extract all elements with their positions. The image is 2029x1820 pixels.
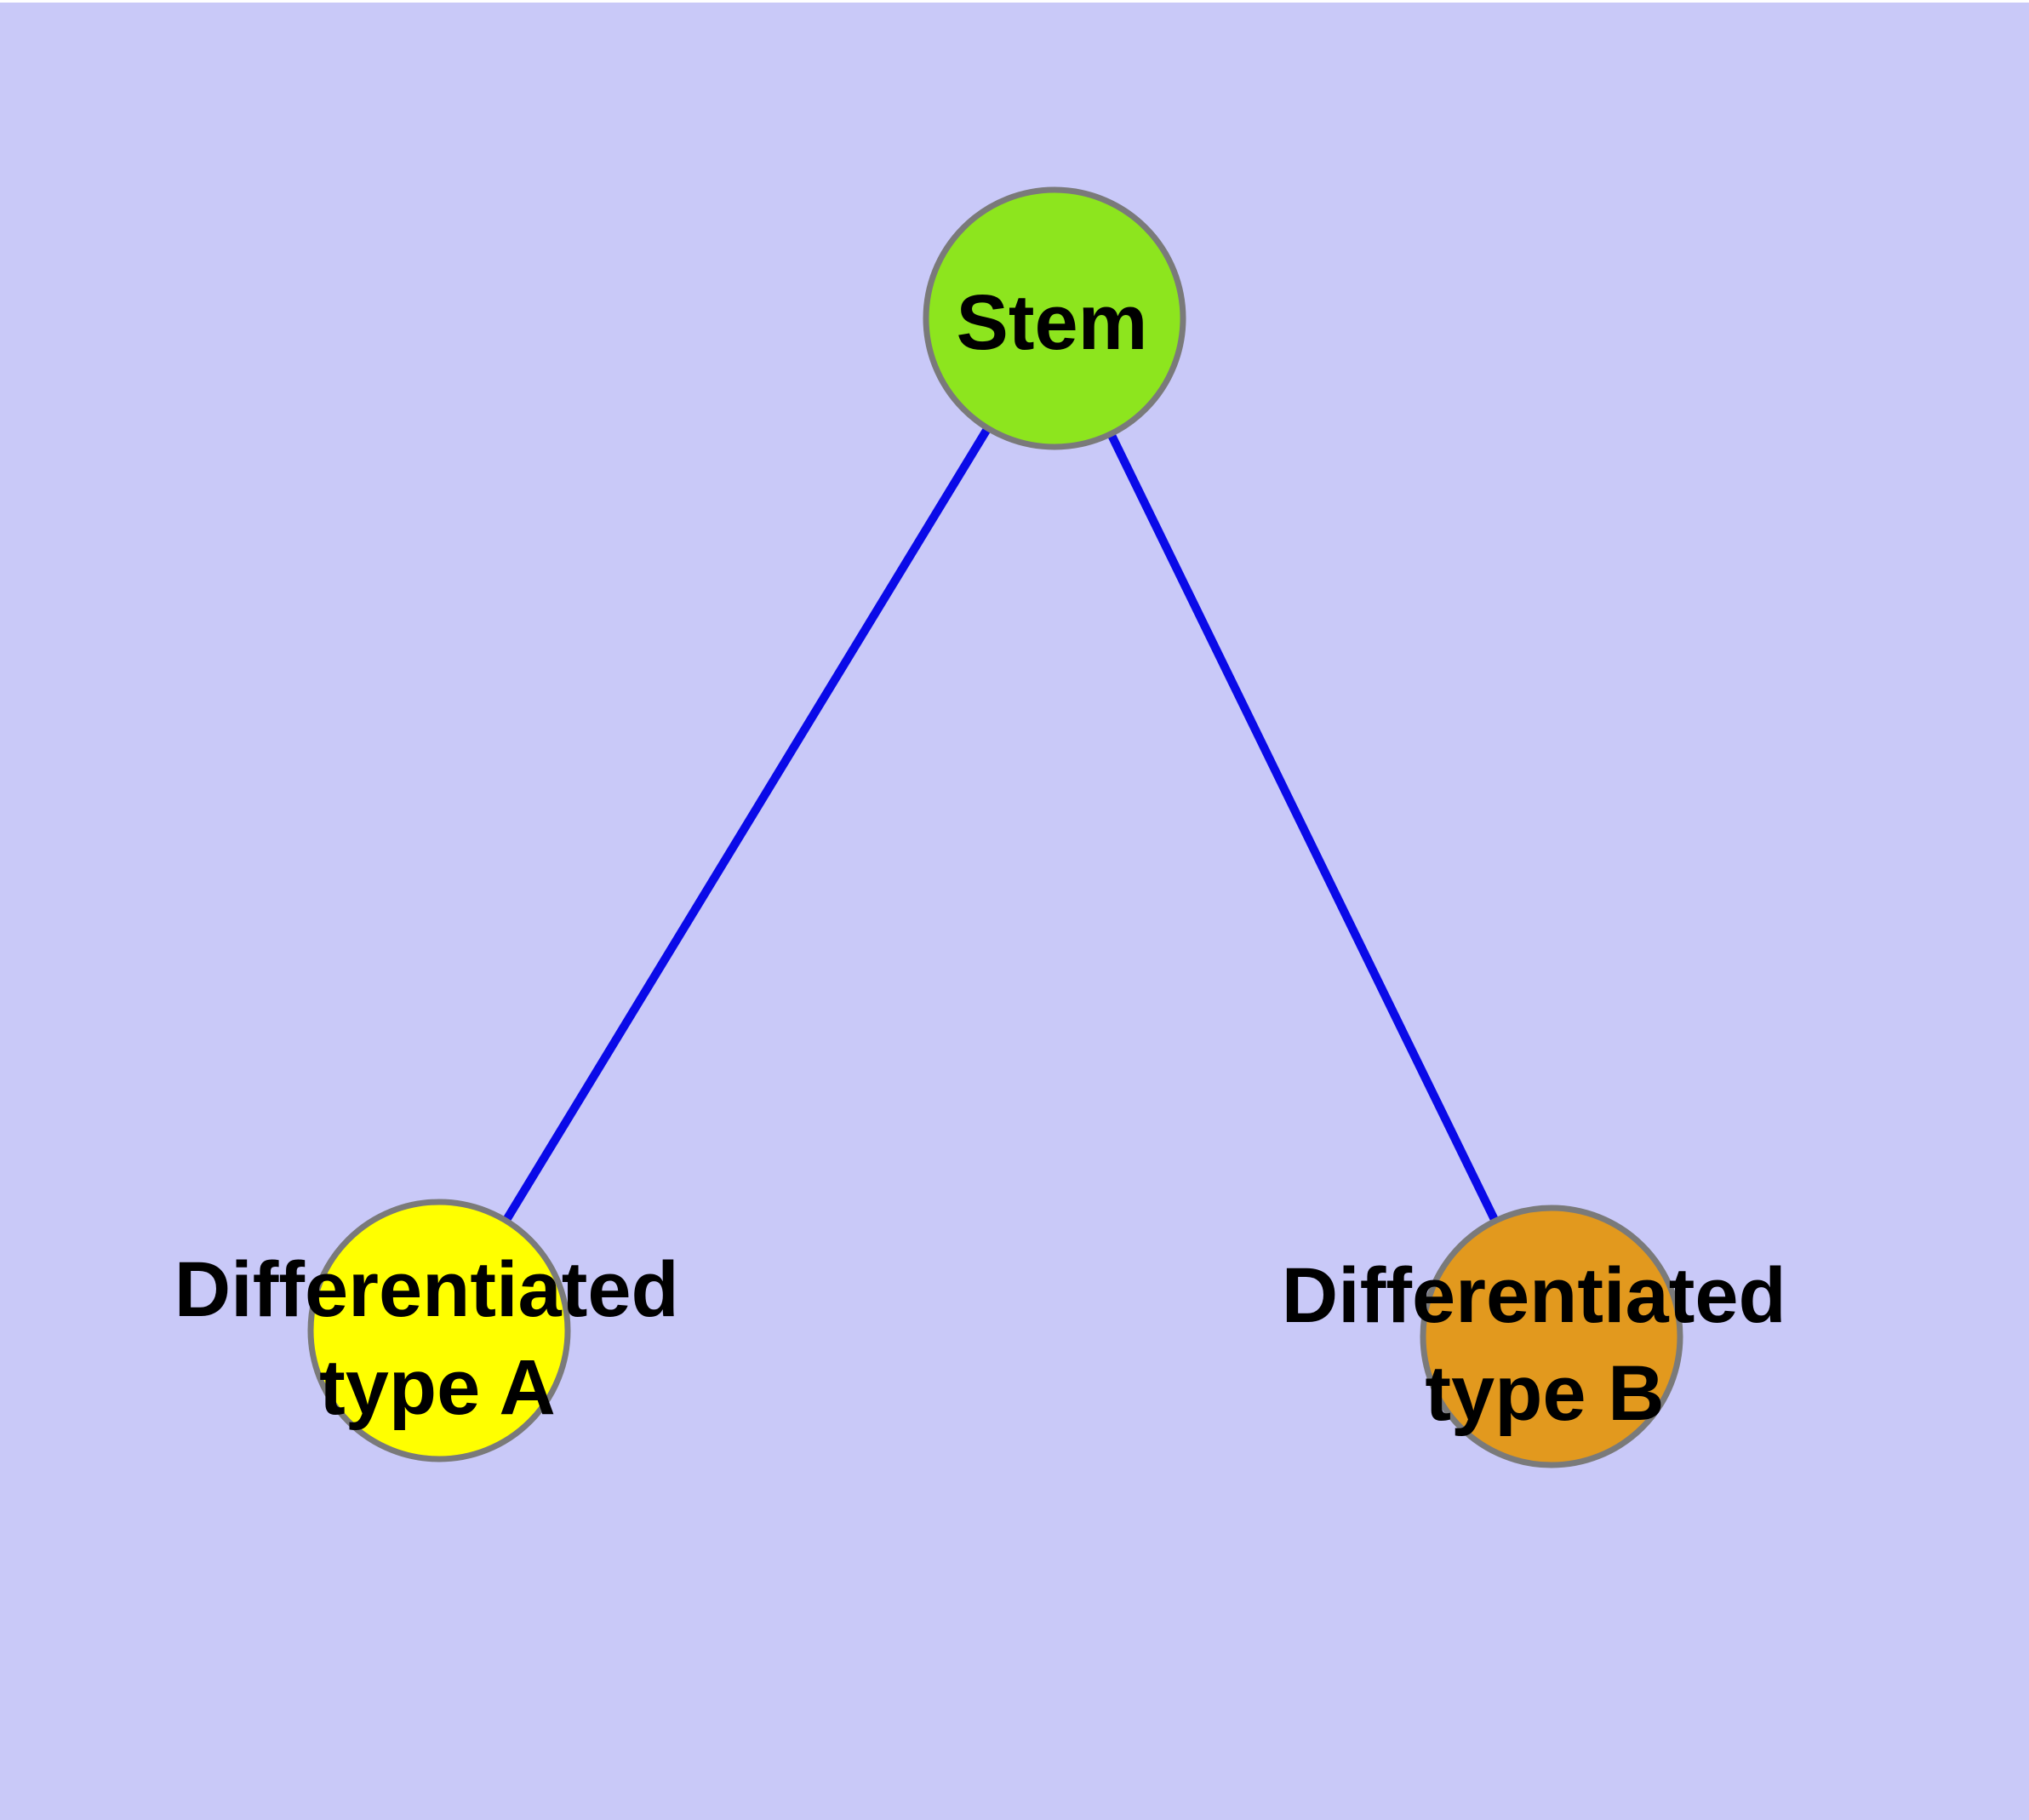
edge-stem-to-type-a	[435, 316, 1059, 1333]
node-stem-label: Stem	[957, 279, 1148, 366]
node-type-b-label-line1: Differentiated	[1282, 1252, 1786, 1339]
node-type-a-label-line1: Differentiated	[174, 1246, 679, 1333]
node-type-b-label-line2: type B	[1425, 1350, 1664, 1437]
node-stem	[923, 186, 1186, 450]
edge-stem-to-type-b	[1050, 316, 1556, 1339]
node-type-b-label: Differentiated type B	[1282, 1252, 1809, 1437]
node-type-b	[1420, 1205, 1683, 1468]
node-type-a-label: Differentiated type A	[174, 1246, 701, 1431]
node-type-a	[307, 1199, 571, 1462]
node-type-a-label-line2: type A	[319, 1344, 556, 1431]
